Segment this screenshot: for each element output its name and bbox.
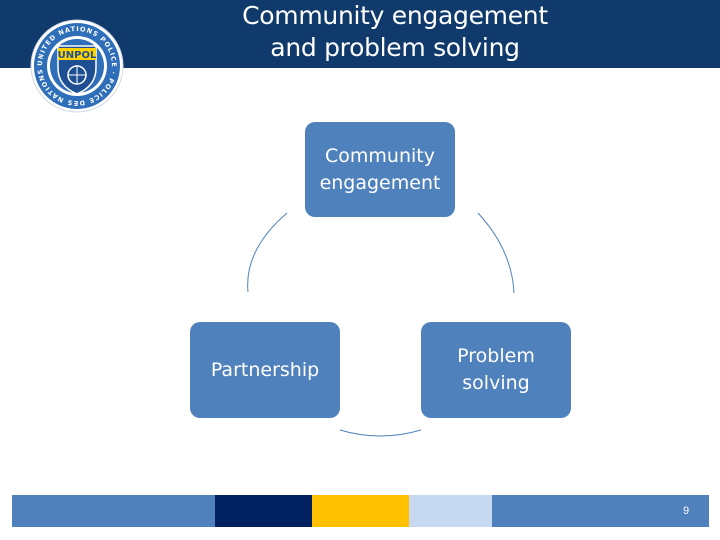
unpol-logo: UNPOL UNITED NATIONS POLICE · POLICE DES… bbox=[25, 12, 126, 114]
footer-segment bbox=[492, 495, 709, 527]
node-label: Partnership bbox=[210, 358, 320, 381]
node-community-engagement: Community engagement bbox=[305, 122, 455, 217]
footer-segment bbox=[215, 495, 312, 527]
connector-bottom bbox=[339, 429, 422, 437]
node-problem-solving: Problem solving bbox=[421, 322, 571, 418]
svg-text:UNPOL: UNPOL bbox=[58, 50, 97, 61]
node-label: Problem solving bbox=[457, 345, 535, 394]
node-label: Community engagement bbox=[319, 144, 441, 194]
footer-segment bbox=[312, 495, 409, 527]
connector-top-right bbox=[477, 212, 515, 294]
title-line-2: and problem solving bbox=[270, 33, 520, 62]
footer-segment bbox=[409, 495, 492, 527]
page-number: 9 bbox=[682, 505, 690, 517]
footer-bar bbox=[12, 495, 709, 527]
node-partnership: Partnership bbox=[190, 322, 340, 418]
footer-segment bbox=[12, 495, 215, 527]
connector-top-left bbox=[247, 212, 288, 293]
slide-title: Community engagement and problem solving bbox=[190, 0, 600, 64]
title-line-1: Community engagement bbox=[242, 1, 548, 30]
